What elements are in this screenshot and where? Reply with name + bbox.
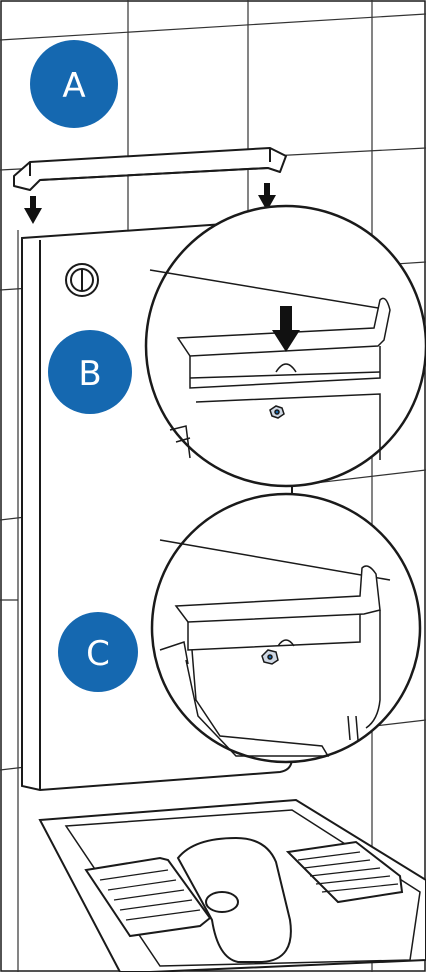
flush-button-icon bbox=[65, 263, 99, 297]
detail-circle-c bbox=[150, 492, 422, 764]
step-badge-b: B bbox=[48, 330, 132, 414]
hex-nut-icon bbox=[261, 649, 279, 665]
arrow-down-icon bbox=[24, 196, 42, 224]
top-cap bbox=[13, 147, 287, 191]
squat-toilet bbox=[38, 798, 426, 972]
step-label-a: A bbox=[62, 66, 85, 106]
arrow-down-icon bbox=[272, 306, 300, 352]
step-label-c: C bbox=[86, 634, 110, 674]
step-badge-a: A bbox=[30, 40, 118, 128]
step-badge-c: C bbox=[58, 612, 138, 692]
arrow-down-icon bbox=[258, 183, 276, 211]
step-label-b: B bbox=[78, 354, 101, 394]
hex-nut-icon bbox=[269, 405, 285, 419]
footrest-ridges bbox=[99, 851, 399, 921]
detail-circle-b bbox=[144, 204, 426, 488]
